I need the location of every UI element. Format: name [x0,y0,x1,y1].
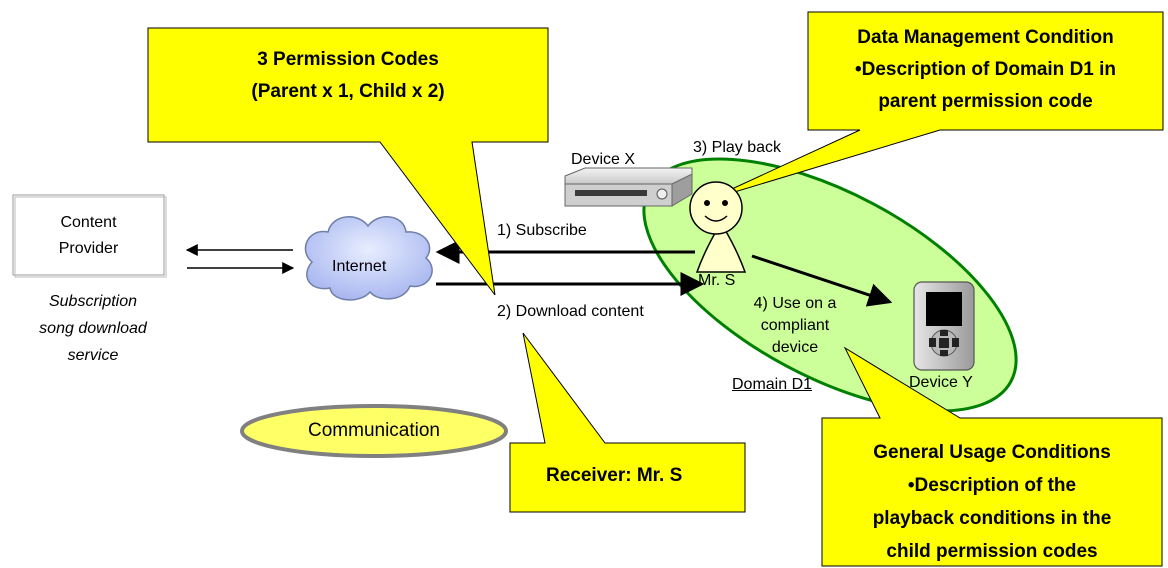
device-y-icon [913,281,975,371]
communication-label: Communication [308,420,440,441]
receiver-text: Receiver: Mr. S [546,465,683,486]
content-provider-label: Content Provider [13,210,164,262]
device-y-label: Device Y [909,374,973,391]
permission-codes-text: 3 Permission Codes (Parent x 1, Child x … [148,44,548,108]
internet-cloud-icon [304,216,433,301]
content-provider-line-1: Content [60,214,117,231]
mr-s-label: Mr. S [698,272,736,289]
communication-ellipse [240,404,508,458]
general-usage-line-3: playback conditions in the [872,508,1112,529]
subscribe-label: 1) Subscribe [497,222,587,239]
play-back-label: 3) Play back [693,139,782,156]
data-management-text: Data Management Condition •Description o… [808,22,1163,118]
content-provider-box [12,194,167,278]
use-on-device-line-3: device [771,339,819,356]
provider-caption: Subscription song download service [8,288,178,369]
general-usage-line-4: child permission codes [886,541,1098,562]
domain-d1-label: Domain D1 [732,376,813,393]
content-provider-line-2: Provider [58,240,119,257]
provider-caption-line-3: service [67,347,119,364]
device-x-icon [564,167,693,207]
provider-caption-line-2: song download [39,320,147,337]
permission-codes-line-2: (Parent x 1, Child x 2) [251,81,445,102]
receiver-callout [509,332,746,513]
use-device-arrow [751,254,893,307]
data-management-callout [707,11,1164,201]
general-usage-text: General Usage Conditions •Description of… [822,436,1162,568]
person-mr-s-icon [689,181,747,273]
device-x-label: Device X [571,151,636,168]
use-on-device-line-2: compliant [760,317,830,334]
provider-internet-arrows [185,244,295,274]
data-management-line-2: •Description of Domain D1 in [854,59,1117,80]
general-usage-line-1: General Usage Conditions [873,442,1111,463]
general-usage-callout [821,346,1163,567]
permission-codes-callout [147,27,549,296]
data-management-line-3: parent permission code [878,91,1093,112]
general-usage-line-2: •Description of the [907,475,1077,496]
permission-codes-line-1: 3 Permission Codes [257,49,439,70]
data-management-line-1: Data Management Condition [857,27,1114,48]
use-on-device-line-1: 4) Use on a [753,295,837,312]
download-label: 2) Download content [497,303,644,320]
use-on-device-label: 4) Use on a compliant device [745,293,845,359]
internet-label: Internet [332,258,387,275]
provider-caption-line-1: Subscription [48,293,138,310]
